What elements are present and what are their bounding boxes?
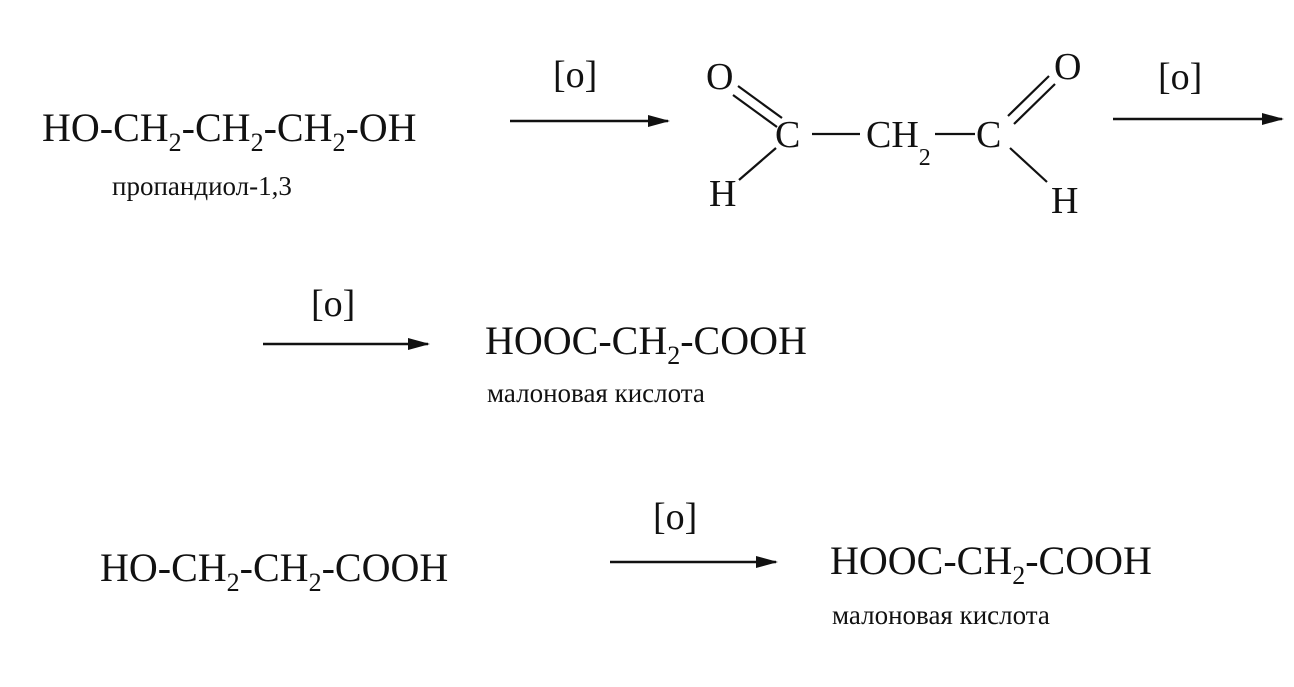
bond-co-left-b bbox=[732, 94, 778, 128]
malonic-acid-formula-1: HOOC-CH2-COOH bbox=[485, 318, 807, 370]
hydroxypropanoic-acid-formula: HO-CH2-CH2-COOH bbox=[100, 545, 449, 597]
oxidant-label-2: [o] bbox=[1158, 56, 1203, 98]
dialdehyde-hydrogen-right: H bbox=[1051, 180, 1079, 222]
malonic-acid-formula-2: HOOC-CH2-COOH bbox=[830, 538, 1152, 590]
bond-co-right-b bbox=[1013, 83, 1056, 125]
propanediol-name: пропандиол-1,3 bbox=[112, 171, 292, 201]
bond-co-left-a bbox=[737, 85, 783, 119]
oxidant-label-4: [o] bbox=[653, 496, 698, 538]
dialdehyde-oxygen-left: O bbox=[706, 56, 734, 98]
dialdehyde-ch2: CH2 bbox=[866, 114, 931, 171]
dialdehyde-carbon-right: C bbox=[976, 114, 1002, 156]
malonic-acid-name-1: малоновая кислота bbox=[487, 378, 705, 408]
bond-ch-right bbox=[1009, 147, 1048, 183]
oxidant-label-1: [o] bbox=[553, 54, 598, 96]
bond-co-right-a bbox=[1007, 75, 1050, 117]
dialdehyde-oxygen-right: O bbox=[1054, 46, 1082, 88]
bond-ch-left bbox=[738, 147, 777, 181]
dialdehyde-hydrogen-left: H bbox=[709, 173, 737, 215]
dialdehyde-carbon-left: C bbox=[775, 114, 801, 156]
oxidant-label-3: [o] bbox=[311, 283, 356, 325]
propanediol-formula: HO-CH2-CH2-CH2-OH bbox=[42, 105, 417, 157]
malonic-acid-name-2: малоновая кислота bbox=[832, 600, 1050, 630]
